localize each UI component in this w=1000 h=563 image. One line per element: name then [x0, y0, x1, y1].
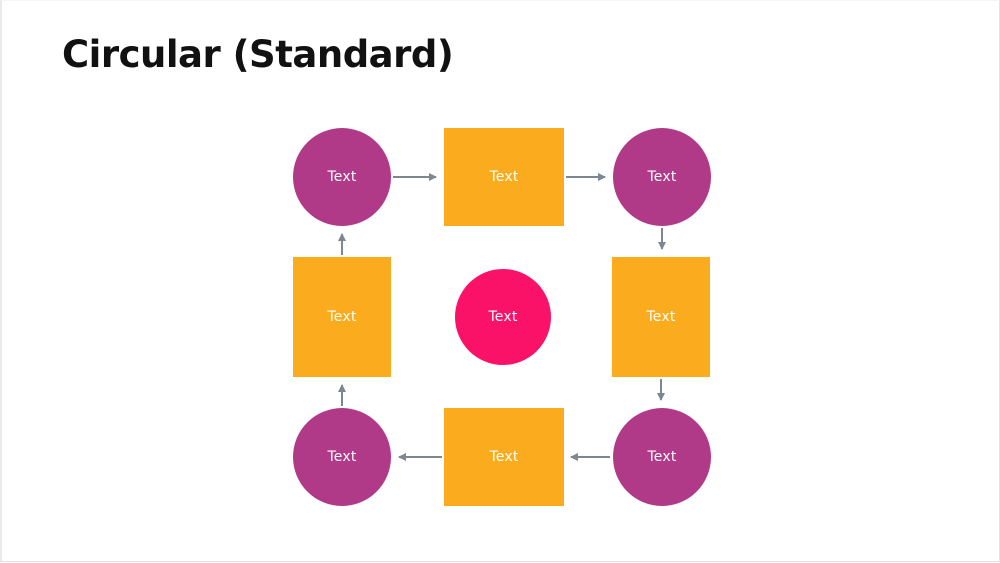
node-rect-bottom: Text	[444, 408, 564, 506]
node-label: Text	[327, 309, 357, 325]
node-rect-left: Text	[293, 257, 391, 377]
node-label: Text	[647, 449, 677, 465]
node-circle-top-left: Text	[293, 128, 391, 226]
node-label: Text	[489, 449, 519, 465]
node-label: Text	[647, 169, 677, 185]
node-circle-bottom-left: Text	[293, 408, 391, 506]
node-circle-top-right: Text	[613, 128, 711, 226]
node-rect-top: Text	[444, 128, 564, 226]
page-title: Circular (Standard)	[62, 33, 454, 76]
node-circle-center: Text	[455, 269, 551, 365]
node-label: Text	[489, 169, 519, 185]
node-rect-right: Text	[612, 257, 710, 377]
node-label: Text	[488, 309, 518, 325]
node-circle-bottom-right: Text	[613, 408, 711, 506]
node-label: Text	[327, 449, 357, 465]
node-label: Text	[327, 169, 357, 185]
node-label: Text	[646, 309, 676, 325]
